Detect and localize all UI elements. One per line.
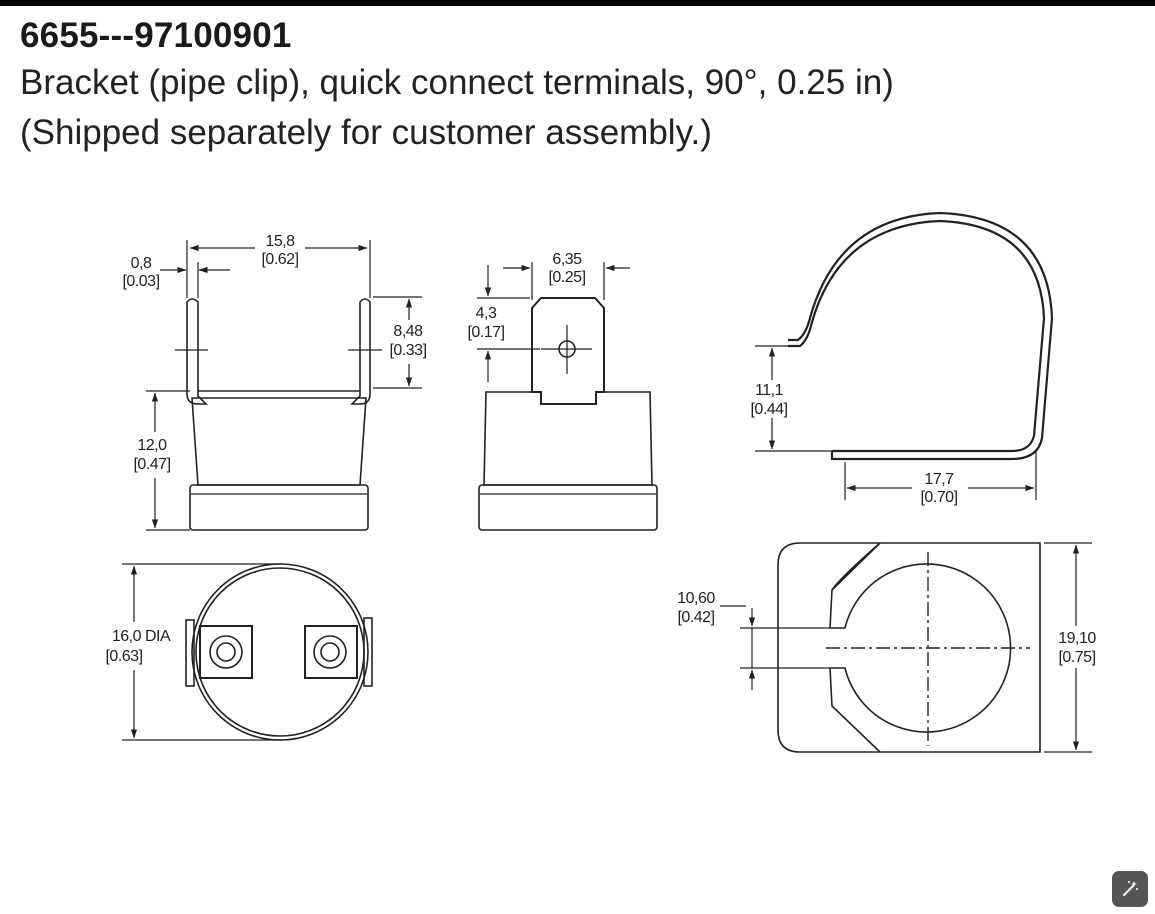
terminal-height-label: 8,48 — [393, 323, 423, 340]
side-view: 15,8 [0.62] 0,8 [0.03] 8,48 [0.33] 12,0 … — [122, 233, 427, 531]
right-terminal-pad — [304, 625, 358, 679]
clip-height-label: 11,1 — [755, 382, 784, 399]
terminal-thickness-label: 0,8 — [131, 255, 152, 272]
front-view-body — [483, 391, 653, 486]
clip-inner — [788, 211, 1054, 461]
right-terminal — [350, 298, 371, 405]
left-terminal-pad — [199, 625, 253, 679]
top-view-left-tab — [185, 619, 195, 687]
header: 6655---97100901 Bracket (pipe clip), qui… — [20, 14, 894, 158]
body-height-label: 12,0 — [137, 437, 167, 454]
top-view-right-tab — [363, 617, 373, 687]
front-view: 6,35 [0.25] 4,3 [0.17] — [467, 251, 658, 531]
terminal-height-inch-label: [0.33] — [389, 342, 426, 359]
part-number: 6655---97100901 — [20, 16, 292, 55]
clip-height-inch-label: [0.44] — [750, 401, 787, 418]
clip-width-label: 17,7 — [924, 471, 954, 488]
top-view: 16,0 DIA [0.63] — [105, 563, 373, 741]
terminal-spacing-inch-label: [0.62] — [261, 251, 298, 268]
left-terminal — [186, 298, 208, 405]
clip-width-inch-label: [0.70] — [920, 489, 957, 506]
bracket-height-inch-label: [0.75] — [1058, 649, 1095, 666]
top-border — [0, 0, 1155, 6]
hole-offset-label: 4,3 — [476, 305, 497, 322]
bracket-outline — [777, 542, 1041, 753]
description-line-1: Bracket (pipe clip), quick connect termi… — [20, 63, 894, 102]
side-view-body — [191, 397, 367, 486]
slot-width-inch-label: [0.42] — [677, 609, 714, 626]
front-view-base — [478, 484, 658, 531]
diameter-label: 16,0 DIA — [112, 628, 171, 645]
front-terminal-blade — [531, 297, 605, 405]
terminal-spacing-label: 15,8 — [265, 233, 295, 250]
bracket-height-label: 19,10 — [1058, 630, 1096, 647]
bracket-top-view: 10,60 [0.42] 19,10 [0.75] — [677, 542, 1097, 753]
clip-side-view: 11,1 [0.44] 17,7 [0.70] — [750, 211, 1054, 506]
terminal-width-label: 6,35 — [552, 251, 582, 268]
description-line-2: (Shipped separately for customer assembl… — [20, 113, 712, 152]
terminal-thickness-inch-label: [0.03] — [122, 273, 159, 290]
side-view-base — [189, 484, 369, 531]
diameter-inch-label: [0.63] — [105, 648, 142, 665]
terminal-width-inch-label: [0.25] — [548, 269, 585, 286]
hole-offset-inch-label: [0.17] — [467, 324, 504, 341]
magic-wand-icon — [1123, 881, 1138, 896]
slot-width-label: 10,60 — [677, 590, 715, 607]
clip-outer — [788, 219, 1046, 453]
magic-wand-button[interactable] — [1112, 871, 1148, 907]
body-height-inch-label: [0.47] — [133, 456, 170, 473]
